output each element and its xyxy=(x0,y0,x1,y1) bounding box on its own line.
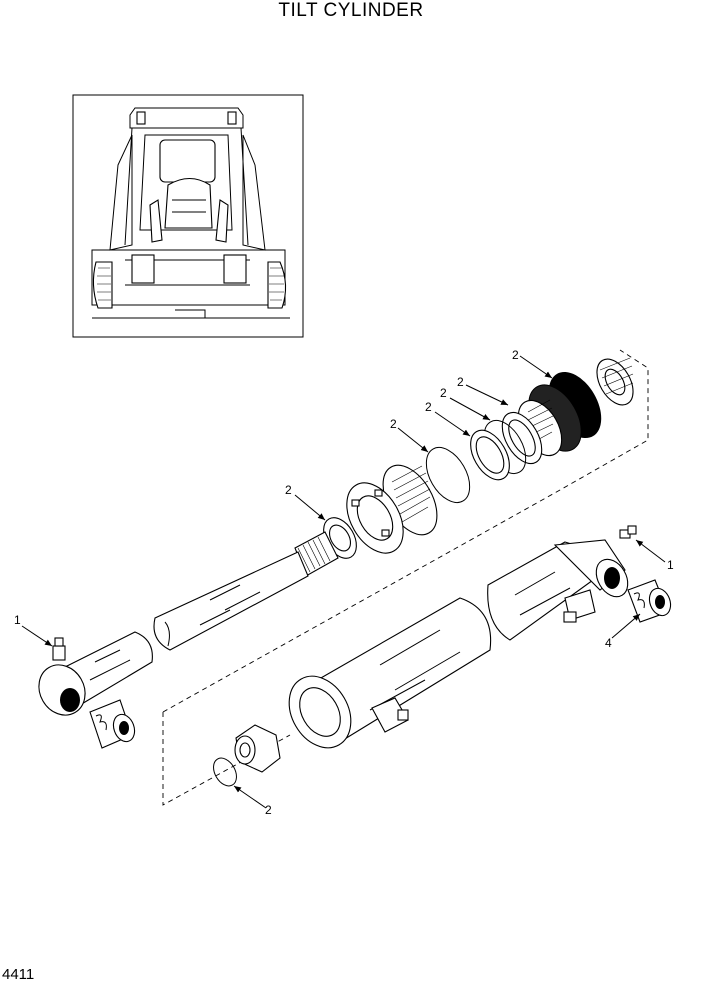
gland-oring xyxy=(425,447,471,503)
callout-rod-seal-b: 2 xyxy=(440,386,491,421)
page-number: 4411 xyxy=(2,966,35,983)
svg-text:2: 2 xyxy=(512,348,519,362)
svg-text:2: 2 xyxy=(440,386,447,400)
nut-oring xyxy=(213,757,237,787)
piston-nut xyxy=(234,724,281,773)
callout-tube-grease-fitting: 1 xyxy=(635,539,674,572)
callout-backup-ring: 2 xyxy=(457,375,509,406)
callout-gland-oring: 2 xyxy=(390,417,429,453)
svg-text:2: 2 xyxy=(285,483,292,497)
svg-text:2: 2 xyxy=(390,417,397,431)
callout-nut-oring: 2 xyxy=(233,785,272,817)
svg-text:1: 1 xyxy=(14,613,21,627)
callout-rod-seal-a: 2 xyxy=(425,400,471,437)
callout-wiper-seal: 2 xyxy=(285,483,326,521)
assembly-path-upper xyxy=(162,349,649,713)
page-title: TILT CYLINDER xyxy=(278,0,424,21)
piston-rod xyxy=(38,531,339,716)
gland xyxy=(346,464,438,554)
callout-rod-end-grease-fitting: 1 xyxy=(14,613,53,647)
svg-text:2: 2 xyxy=(265,803,272,817)
callout-piston-seal: 2 xyxy=(512,348,553,379)
rod-end-grease-fitting xyxy=(52,637,66,661)
tube-grease-fitting xyxy=(619,525,637,539)
svg-text:2: 2 xyxy=(457,375,464,389)
svg-text:1: 1 xyxy=(667,558,674,572)
rod-bushing xyxy=(89,699,136,749)
cylinder-tube xyxy=(288,539,629,749)
loader-inset xyxy=(72,94,304,338)
svg-text:2: 2 xyxy=(425,400,432,414)
callout-bushing: 4 xyxy=(605,613,641,650)
svg-text:4: 4 xyxy=(605,636,612,650)
bushing xyxy=(627,579,672,623)
